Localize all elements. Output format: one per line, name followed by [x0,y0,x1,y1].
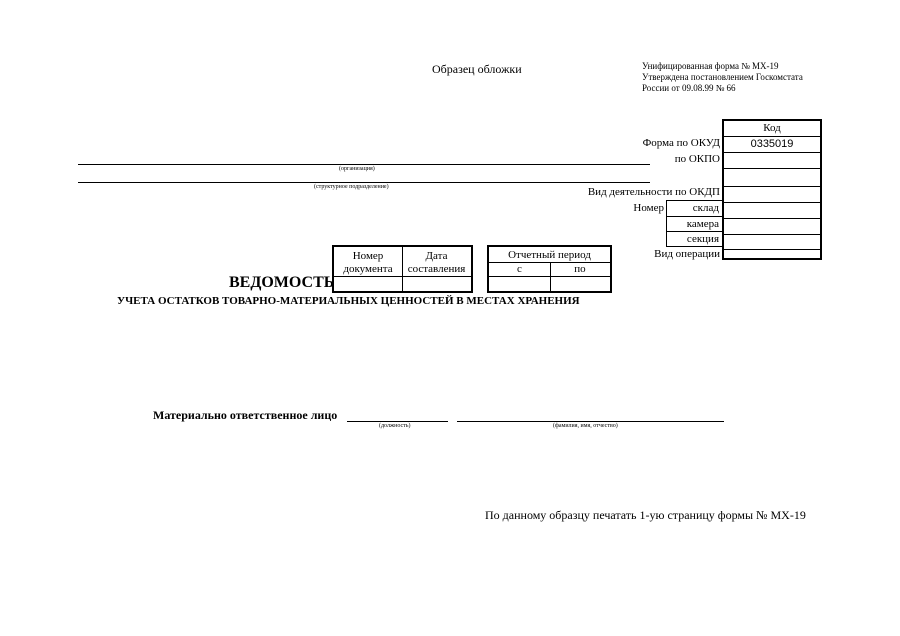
period-to-field[interactable] [551,277,610,291]
organization-caption: (организация) [339,166,375,172]
doc-date-field[interactable] [403,277,471,291]
form-info-line: Унифицированная форма № МХ-19 [642,61,779,71]
storage-number-box: склад камера секция [666,200,722,247]
okpo-code-cell[interactable] [724,153,820,169]
reporting-period-table: Отчетный период с по [487,245,612,293]
okud-code-value: 0335019 [724,137,820,153]
okdp-label: Вид деятельности по ОКДП [587,186,720,198]
document-title: ВЕДОМОСТЬ [229,274,335,291]
position-line[interactable] [347,421,448,422]
subdivision-line[interactable] [78,182,650,183]
organization-line[interactable] [78,164,650,165]
period-header: Отчетный период [508,249,591,261]
warehouse-label: склад [692,202,719,214]
position-caption: (должность) [379,423,411,429]
section-label: секция [686,233,719,245]
form-info-line: Утверждена постановлением Госкомстата [642,72,803,82]
okpo-label: по ОКПО [674,153,720,165]
number-label: Номер [633,202,664,214]
document-subtitle: УЧЕТА ОСТАТКОВ ТОВАРНО-МАТЕРИАЛЬНЫХ ЦЕНН… [117,295,580,307]
warehouse-code-cell[interactable] [724,203,820,219]
print-instruction: По данному образцу печатать 1-ую страниц… [485,508,806,522]
full-name-caption: (фамилия, имя, отчество) [553,423,618,429]
doc-number-header: Номер документа [343,250,393,275]
okdp-code-cell[interactable] [724,187,820,203]
period-from-label: с [517,263,522,275]
cover-sample-label: Образец обложки [432,62,522,76]
form-info-line: России от 09.08.99 № 66 [642,83,736,93]
period-to-label: по [574,263,586,275]
doc-number-field[interactable] [334,277,402,291]
chamber-code-cell[interactable] [724,219,820,235]
operation-label: Вид операции [654,248,720,260]
operation-code-cell[interactable] [724,250,820,258]
subdivision-caption: (структурное подразделение) [314,184,389,190]
doc-date-header: Дата составления [407,250,466,275]
responsible-person-label: Материально ответственное лицо [153,408,338,422]
chamber-label: камера [686,218,719,230]
section-code-cell[interactable] [724,235,820,250]
okud-label: Форма по ОКУД [642,137,720,149]
code-header: Код [724,121,820,137]
full-name-line[interactable] [457,421,724,422]
form-info: Унифицированная форма № МХ-19 Утверждена… [642,61,803,94]
period-from-field[interactable] [489,277,550,291]
blank-code-cell[interactable] [724,169,820,187]
document-info-table: Номер документа Дата составления [332,245,473,293]
code-table: Код 0335019 [722,119,822,260]
